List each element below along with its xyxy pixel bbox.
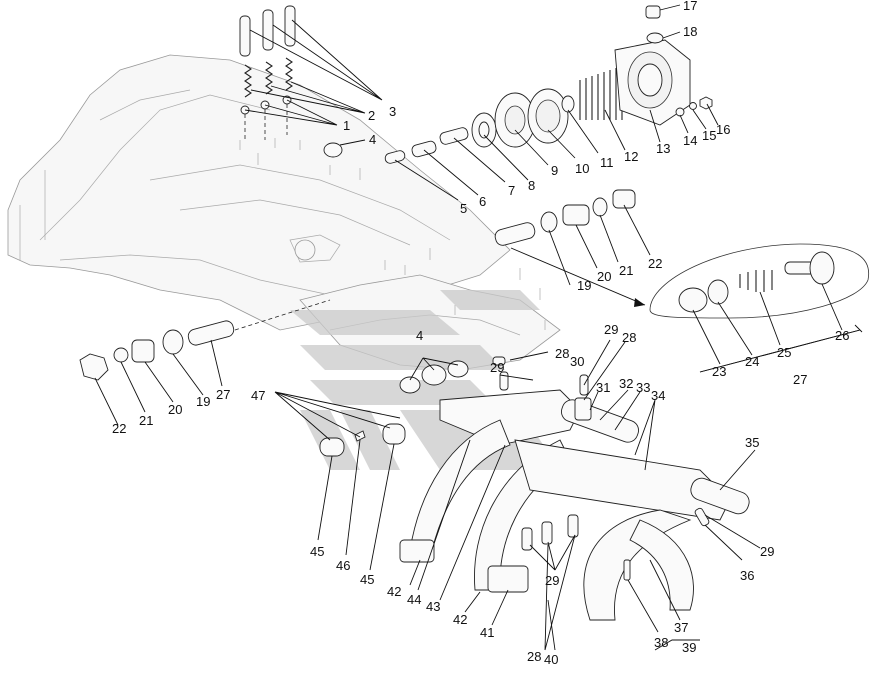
callout-left-20: 20: [168, 402, 182, 417]
callout-3: 3: [389, 104, 396, 119]
left-valve-group: [79, 299, 331, 381]
callout-29d: 29: [545, 573, 559, 588]
callout-12: 12: [624, 149, 638, 164]
right-valve-group: [494, 189, 870, 319]
callout-28c: 28: [527, 649, 541, 664]
callout-33: 33: [636, 380, 650, 395]
callout-left-27: 27: [216, 387, 230, 402]
callout-41: 41: [480, 625, 494, 640]
callout-26: 26: [835, 328, 849, 343]
callout-25: 25: [777, 345, 791, 360]
callout-14: 14: [683, 133, 697, 148]
bracket-27: [699, 324, 863, 373]
callout-18: 18: [683, 24, 697, 39]
callout-36: 36: [740, 568, 754, 583]
housing-studs: [239, 138, 546, 330]
callout-42b: 42: [453, 612, 467, 627]
callout-32: 32: [619, 376, 633, 391]
callout-39: 39: [682, 640, 696, 655]
callout-left-21: 21: [139, 413, 153, 428]
callout-5: 5: [460, 201, 467, 216]
callout-43: 43: [426, 599, 440, 614]
callout-28: 28: [555, 346, 569, 361]
callout-44: 44: [407, 592, 421, 607]
callout-35: 35: [745, 435, 759, 450]
detent-pins-and-springs: [239, 5, 296, 140]
callout-7: 7: [508, 183, 515, 198]
callout-1: 1: [343, 118, 350, 133]
callout-45b: 45: [360, 572, 374, 587]
callout-21: 21: [619, 263, 633, 278]
callout-19: 19: [577, 278, 591, 293]
callout-27: 27: [793, 372, 807, 387]
callout-30: 30: [570, 354, 584, 369]
callout-15: 15: [702, 128, 716, 143]
callout-24: 24: [745, 354, 759, 369]
shift-forks-assembly: [319, 356, 750, 621]
callout-6: 6: [479, 194, 486, 209]
callout-37: 37: [674, 620, 688, 635]
callout-46: 46: [336, 558, 350, 573]
callout-29: 29: [604, 322, 618, 337]
callout-47: 47: [251, 388, 265, 403]
callout-38: 38: [654, 635, 668, 650]
callout-9: 9: [551, 163, 558, 178]
callout-23: 23: [712, 364, 726, 379]
callout-42: 42: [387, 584, 401, 599]
callout-left-19: 19: [196, 394, 210, 409]
callout-28b: 28: [622, 330, 636, 345]
callout-40: 40: [544, 652, 558, 667]
callout-10: 10: [575, 161, 589, 176]
callout-22: 22: [648, 256, 662, 271]
callout-31: 31: [596, 380, 610, 395]
callout-16: 16: [716, 122, 730, 137]
top-right-assembly: [323, 5, 713, 164]
callout-2: 2: [368, 108, 375, 123]
callout-20: 20: [597, 269, 611, 284]
callout-11: 11: [600, 155, 614, 170]
callout-left-22: 22: [112, 421, 126, 436]
callout-8: 8: [528, 178, 535, 193]
callout-17: 17: [683, 0, 697, 13]
callout-34: 34: [651, 388, 665, 403]
leader-lines: [94, 4, 861, 651]
callout-13: 13: [656, 141, 670, 156]
callout-numbers: 1 2 3 4 5 6 7 8 9 10 11 12 13 14 15 16 1…: [112, 0, 849, 667]
callout-29b: 29: [490, 360, 504, 375]
callout-45: 45: [310, 544, 324, 559]
callout-29c: 29: [760, 544, 774, 559]
callout-4b: 4: [416, 328, 423, 343]
callout-4: 4: [369, 132, 376, 147]
